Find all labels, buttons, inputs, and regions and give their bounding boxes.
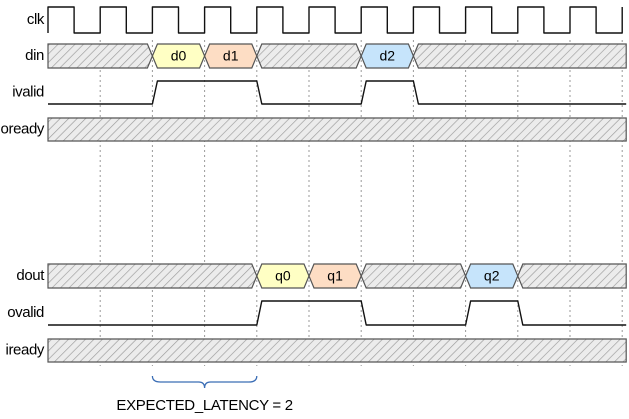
dout-dont-care: [517, 263, 627, 289]
dout-dont-care: [47, 263, 258, 289]
ivalid-waveform: [48, 80, 627, 105]
din-segment-label: d0: [171, 48, 187, 64]
clk-waveform: [47, 6, 623, 34]
clock-gridlines: [99, 40, 623, 366]
dout-dont-care: [360, 263, 467, 289]
signal-label-clk: clk: [27, 11, 45, 28]
latency-annotation: EXPECTED_LATENCY = 2: [116, 375, 293, 414]
din-dont-care: [412, 43, 627, 69]
signal-labels: clk din ivalid oready dout ovalid iready: [1, 11, 46, 359]
din-dont-care: [256, 43, 362, 69]
ovalid-waveform: [48, 300, 627, 326]
dout-segment-label: q2: [484, 268, 500, 284]
dout-segment-label: q0: [275, 268, 291, 284]
signal-label-ivalid: ivalid: [12, 83, 44, 100]
signal-label-ovalid: ovalid: [7, 304, 44, 321]
signal-label-din: din: [25, 47, 44, 64]
oready-dont-care: [47, 117, 627, 142]
signal-label-dout: dout: [16, 267, 45, 284]
signal-label-oready: oready: [1, 120, 45, 137]
latency-label: EXPECTED_LATENCY = 2: [116, 397, 292, 414]
din-dont-care: [47, 43, 154, 69]
latency-brace: [151, 375, 258, 389]
signal-label-iready: iready: [6, 341, 45, 358]
waveforms: d0 d1 d2 q0 q1 q2: [47, 6, 627, 363]
din-segment-label: d1: [223, 48, 239, 64]
dout-segment-label: q1: [327, 268, 343, 284]
din-segment-label: d2: [380, 48, 396, 64]
iready-dont-care: [47, 338, 627, 363]
